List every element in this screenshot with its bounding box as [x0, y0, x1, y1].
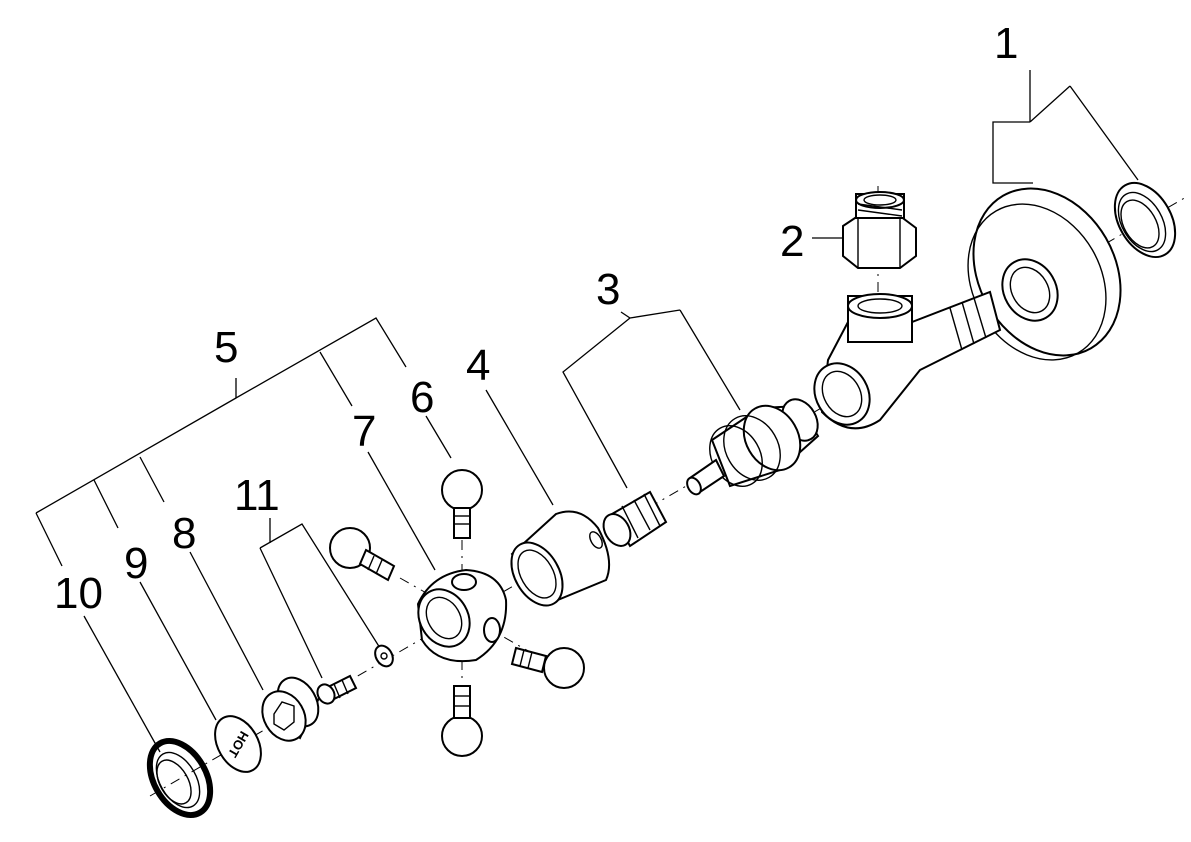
callout-6: 6 [410, 373, 434, 422]
valve-body [813, 290, 1002, 430]
cross-handle-body [416, 568, 508, 663]
spline-adapter [602, 490, 668, 548]
leader-lines [35, 70, 1139, 753]
spline-insert [261, 676, 320, 742]
retaining-screw [316, 674, 358, 705]
handle-arm-right [510, 646, 585, 689]
handle-arm-top [441, 469, 483, 539]
hex-nut [842, 191, 917, 269]
handle-arm-left [329, 527, 396, 582]
escutcheon-flange [967, 187, 1122, 361]
outer-ring [146, 738, 214, 818]
callout-3: 3 [596, 265, 620, 314]
flange-ring [1113, 182, 1177, 258]
callout-4: 4 [466, 341, 490, 390]
callout-1: 1 [994, 19, 1018, 68]
callout-10: 10 [54, 569, 103, 618]
callout-8: 8 [172, 509, 196, 558]
callout-5: 5 [214, 323, 238, 372]
valve-cartridge [686, 398, 820, 496]
callout-11: 11 [234, 471, 280, 520]
handle-hub [510, 510, 611, 607]
callout-9: 9 [124, 539, 148, 588]
handle-arm-bottom [441, 685, 483, 757]
washer [374, 644, 394, 668]
hot-indicator-cap: HOT [214, 715, 262, 773]
callout-2: 2 [780, 217, 804, 266]
callout-7: 7 [352, 407, 376, 456]
